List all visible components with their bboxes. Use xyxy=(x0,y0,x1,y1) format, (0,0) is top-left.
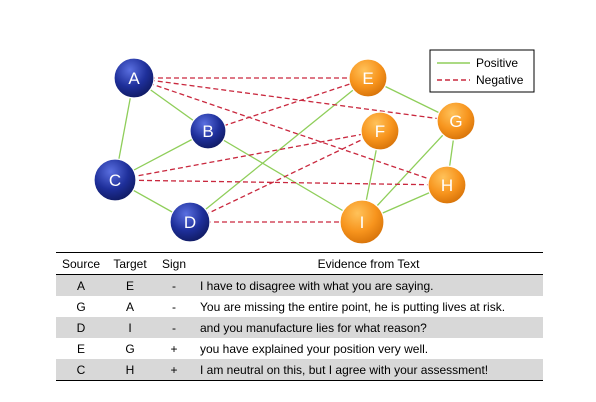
node-h-circle xyxy=(427,165,467,205)
node-i-label: I xyxy=(360,213,365,232)
node-g: G xyxy=(436,101,476,141)
nodes-layer: A B C D E F G H I xyxy=(93,57,476,245)
cell-source: G xyxy=(76,299,86,314)
node-d-circle xyxy=(169,201,211,243)
node-h-label: H xyxy=(441,176,453,195)
node-a: A xyxy=(113,57,155,99)
cell-evidence: I am neutral on this, but I agree with y… xyxy=(194,359,543,381)
node-b: B xyxy=(189,112,227,150)
cell-target: A xyxy=(125,299,134,314)
cell-source: E xyxy=(76,341,85,356)
cell-target: E xyxy=(106,274,154,296)
table-row: G A - You are missing the entire point, he … xyxy=(56,296,543,317)
node-g-label: G xyxy=(449,112,462,131)
node-i-circle xyxy=(339,199,385,245)
node-c-circle xyxy=(93,158,137,202)
cell-target: G xyxy=(125,341,135,356)
node-e-circle xyxy=(348,58,388,98)
cell-sign: - xyxy=(154,274,194,296)
cell-source: A xyxy=(56,274,106,296)
cell-target: I xyxy=(106,317,154,338)
node-a-circle xyxy=(113,57,155,99)
node-h: H xyxy=(427,165,467,205)
cell-evidence: You are missing the entire point, he is … xyxy=(200,299,506,314)
edge-d-e xyxy=(189,77,369,223)
edge-b-e xyxy=(207,77,369,132)
node-f-label: F xyxy=(375,122,385,141)
cell-source: D xyxy=(56,317,106,338)
edge-c-h xyxy=(114,179,448,186)
edges-layer xyxy=(114,77,457,223)
cell-evidence: and you manufacture lies for what reason… xyxy=(194,317,543,338)
cell-sign: + xyxy=(170,341,178,356)
node-g-circle xyxy=(436,101,476,141)
cell-evidence: you have explained your position very we… xyxy=(200,341,429,356)
cell-evidence: I have to disagree with what you are say… xyxy=(194,274,543,296)
edge-a-g xyxy=(133,77,457,122)
header-source: Source xyxy=(56,252,106,275)
node-f: F xyxy=(360,111,400,151)
header-evidence: Evidence from Text xyxy=(194,252,543,275)
edge-c-f xyxy=(114,130,381,181)
cell-target: H xyxy=(106,359,154,381)
table-header-row: Source Target Sign Evidence from Text xyxy=(56,252,543,275)
node-d-label: D xyxy=(184,213,196,232)
legend-box xyxy=(429,49,535,93)
node-b-label: B xyxy=(202,122,213,141)
cell-sign: - xyxy=(172,299,176,314)
header-target: Target xyxy=(106,252,154,275)
header-sign: Sign xyxy=(154,252,194,275)
node-f-circle xyxy=(360,111,400,151)
cell-sign: - xyxy=(154,317,194,338)
node-b-circle xyxy=(189,112,227,150)
node-d: D xyxy=(169,201,211,243)
node-c-label: C xyxy=(109,171,121,190)
node-i: I xyxy=(339,199,385,245)
edge-d-f xyxy=(189,130,381,223)
legend-negative-label: Negative xyxy=(476,73,524,87)
legend-positive-label: Positive xyxy=(476,56,518,70)
node-e: E xyxy=(348,58,388,98)
cell-sign: + xyxy=(154,359,194,381)
signed-network-graph: A B C D E F G H I Positive Negative xyxy=(93,49,535,245)
table-row: E G + you have explained your position very… xyxy=(56,338,543,359)
node-a-label: A xyxy=(128,69,140,88)
node-e-label: E xyxy=(362,69,373,88)
cell-source: C xyxy=(56,359,106,381)
node-c: C xyxy=(93,158,137,202)
edge-a-h xyxy=(133,77,448,186)
legend: Positive Negative xyxy=(429,49,535,93)
